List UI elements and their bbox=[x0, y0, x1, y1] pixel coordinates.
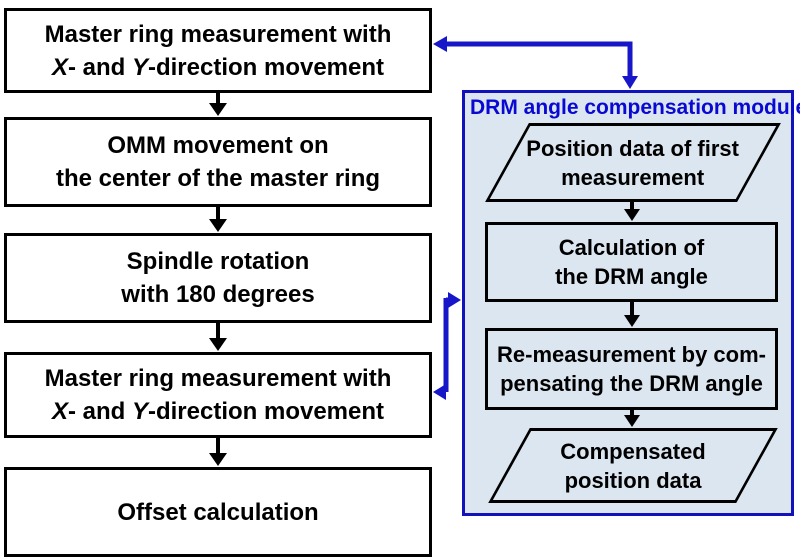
node-text-line: with 180 degrees bbox=[121, 281, 315, 308]
node-text-line: Offset calculation bbox=[117, 498, 319, 526]
node-master-ring-measurement-1: Master ring measurement with X- and Y-di… bbox=[4, 8, 432, 93]
node-text-line: measurement bbox=[561, 164, 705, 190]
node-master-ring-measurement-2: Master ring measurement with X- and Y-di… bbox=[4, 352, 432, 438]
text-fragment: X bbox=[51, 398, 68, 425]
node-remeasurement-compensating: Re-measurement by com- pensating the DRM… bbox=[485, 328, 778, 410]
node-text-line: pensating the DRM angle bbox=[500, 371, 763, 396]
node-compensated-position-data: Compensated position data bbox=[488, 428, 778, 503]
node-text-line: Re-measurement by com- bbox=[497, 342, 766, 367]
parallelogram-text: Position data of first measurement bbox=[473, 134, 793, 192]
node-text-line: Calculation of bbox=[558, 235, 705, 260]
node-text-line: X- and Y-direction movement bbox=[52, 51, 384, 84]
node-text-line: Master ring measurement with bbox=[44, 20, 392, 48]
text-fragment: -direction movement bbox=[147, 398, 385, 425]
node-text-line: Position data of first bbox=[526, 135, 740, 161]
node-offset-calculation: Offset calculation bbox=[4, 467, 432, 557]
feedback-arrow-top bbox=[433, 36, 638, 89]
drm-module-panel bbox=[462, 90, 794, 516]
node-text-line: position data bbox=[564, 467, 702, 493]
flow-arrow-1 bbox=[209, 93, 227, 116]
node-text-line: the DRM angle bbox=[555, 264, 708, 289]
node-spindle-rotation: Spindle rotation with 180 degrees bbox=[4, 233, 432, 323]
node-text-line: X- and Y-direction movement bbox=[52, 395, 384, 428]
node-omm-movement: OMM movement on the center of the master… bbox=[4, 117, 432, 207]
node-text-line: Compensated bbox=[560, 438, 706, 464]
node-text-line: Spindle rotation bbox=[126, 248, 310, 275]
text-fragment: Y bbox=[131, 398, 148, 425]
feedback-arrow-side bbox=[433, 292, 461, 400]
parallelogram-text: Compensated position data bbox=[476, 437, 791, 495]
node-text-line: the center of the master ring bbox=[55, 165, 381, 192]
node-text-line: OMM movement on bbox=[107, 132, 329, 159]
text-fragment: - and bbox=[67, 53, 132, 81]
flow-arrow-3 bbox=[209, 323, 227, 351]
flow-arrow-2 bbox=[209, 207, 227, 232]
text-fragment: X bbox=[51, 53, 68, 81]
text-fragment: -direction movement bbox=[147, 53, 385, 81]
node-calculation-drm-angle: Calculation of the DRM angle bbox=[485, 222, 778, 302]
drm-module-title: DRM angle compensation module bbox=[470, 96, 800, 119]
node-text-line: Master ring measurement with bbox=[44, 365, 392, 392]
text-fragment: - and bbox=[67, 398, 132, 425]
text-fragment: Y bbox=[131, 53, 148, 81]
node-position-data-first-measurement: Position data of first measurement bbox=[485, 123, 781, 202]
flow-arrow-4 bbox=[209, 438, 227, 466]
